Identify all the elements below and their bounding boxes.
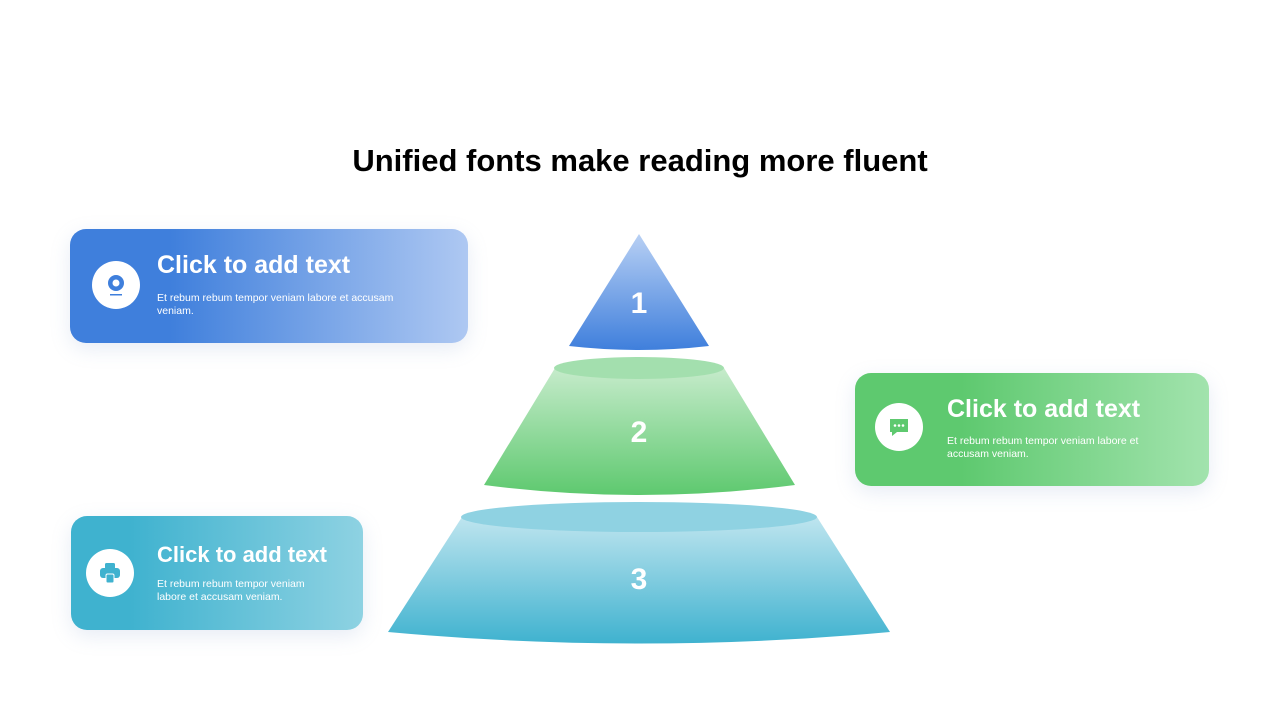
text-card-1[interactable]: Click to add text Et rebum rebum tempor … bbox=[70, 229, 468, 343]
card-1-heading[interactable]: Click to add text bbox=[157, 251, 351, 279]
printer-icon bbox=[86, 549, 134, 597]
pyramid-level-2 bbox=[484, 357, 795, 495]
card-3-heading[interactable]: Click to add text bbox=[157, 542, 327, 567]
card-3-body[interactable]: Et rebum rebum tempor veniam labore et a… bbox=[157, 578, 305, 603]
chat-icon bbox=[875, 403, 923, 451]
webcam-icon bbox=[92, 261, 140, 309]
card-2-heading[interactable]: Click to add text bbox=[947, 395, 1141, 423]
level-2-number: 2 bbox=[630, 416, 648, 449]
card-1-body[interactable]: Et rebum rebum tempor veniam labore et a… bbox=[157, 292, 394, 317]
level-1-number: 1 bbox=[630, 287, 648, 320]
pyramid-level-3 bbox=[388, 502, 890, 644]
pyramid-level-1 bbox=[569, 234, 709, 350]
card-2-body[interactable]: Et rebum rebum tempor veniam labore et a… bbox=[947, 435, 1139, 460]
level-3-number: 3 bbox=[630, 563, 648, 596]
text-card-3[interactable]: Click to add text Et rebum rebum tempor … bbox=[71, 516, 363, 630]
slide-title: Unified fonts make reading more fluent bbox=[352, 143, 928, 178]
text-card-2[interactable]: Click to add text Et rebum rebum tempor … bbox=[855, 373, 1209, 486]
